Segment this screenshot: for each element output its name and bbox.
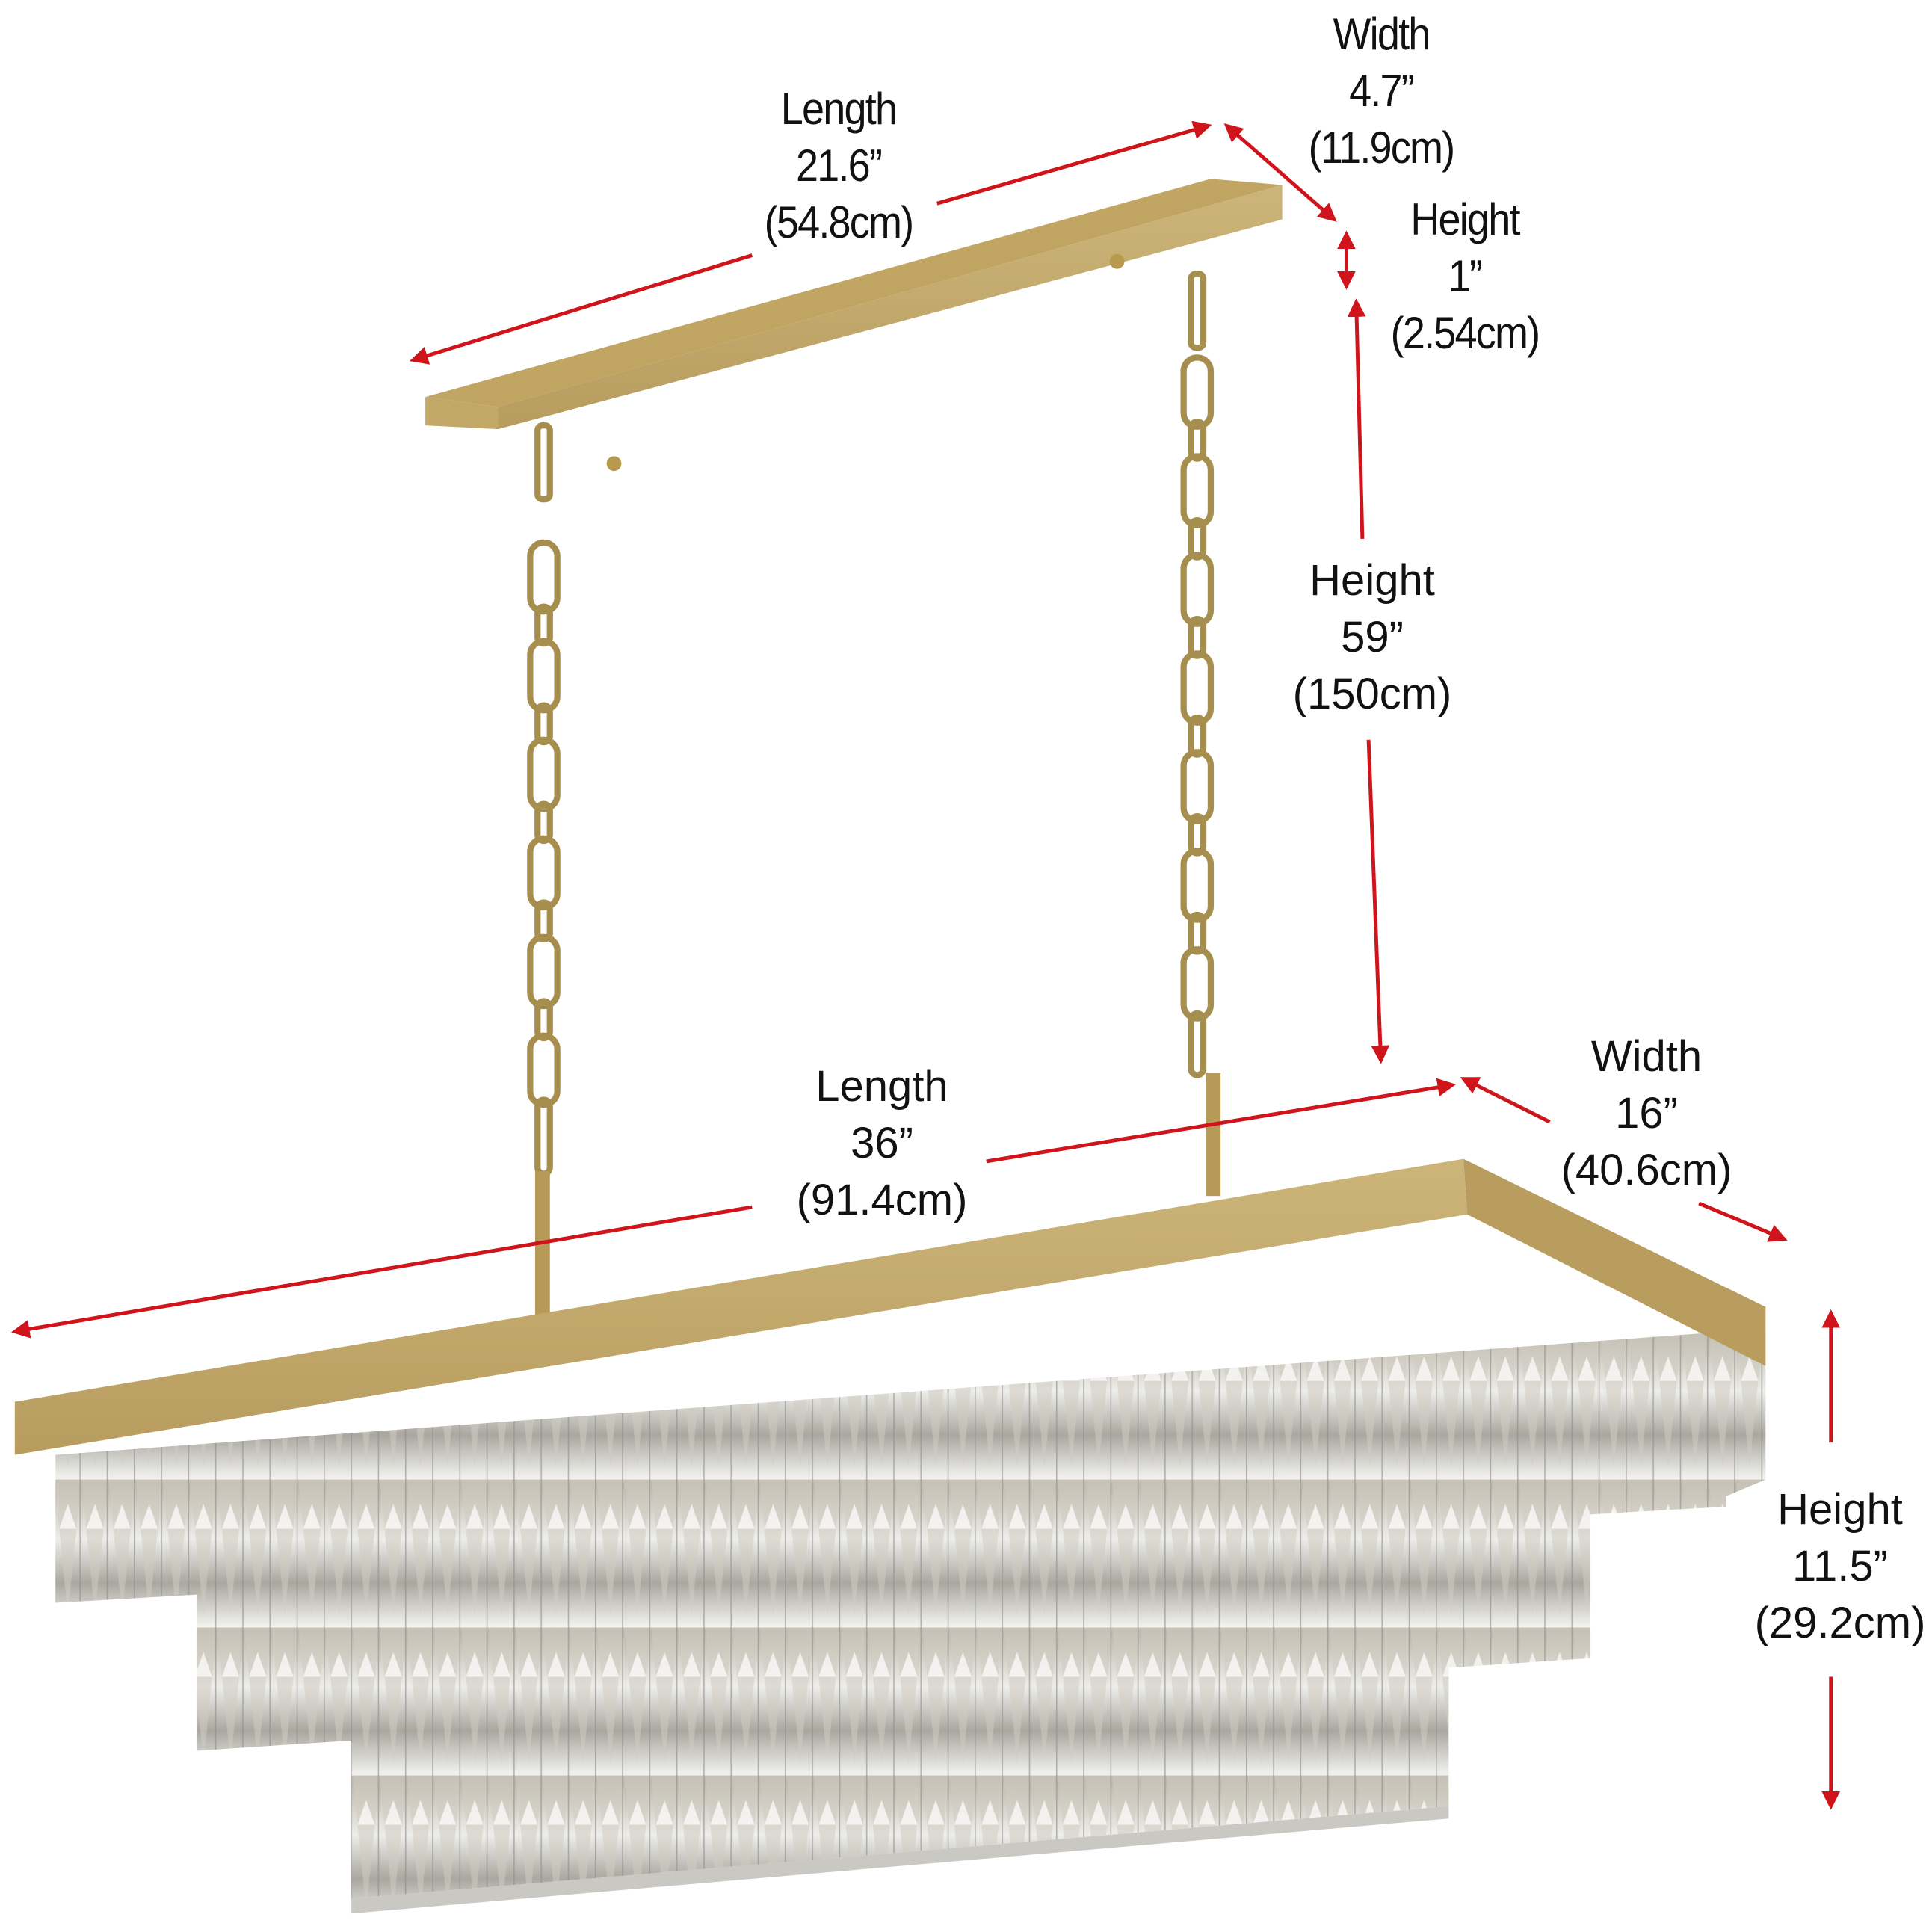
suspension-chains <box>527 271 1215 1177</box>
canopy-width-cm: (11.9cm) <box>1308 123 1455 173</box>
downrods <box>534 1073 1221 1320</box>
body-height-inches: 11.5” <box>1792 1542 1888 1590</box>
canopy-width-inches: 4.7” <box>1349 66 1415 116</box>
canopy-length-cm: (54.8cm) <box>764 197 914 247</box>
body-width-inches: 16” <box>1615 1089 1678 1138</box>
canopy-length-title: Length <box>780 84 898 134</box>
canopy-height-label: Height 1” (2.54cm) <box>1391 191 1540 362</box>
body-length-cm: (91.4cm) <box>796 1176 968 1224</box>
canopy <box>425 179 1283 472</box>
chain-height-cm: (150cm) <box>1292 670 1452 718</box>
canopy-width-label: Width 4.7” (11.9cm) <box>1308 6 1455 176</box>
canopy-length-inches: 21.6” <box>795 141 883 191</box>
crystal-tiers <box>55 1306 1766 1914</box>
chain-height-title: Height <box>1309 556 1435 605</box>
body-length-title: Length <box>815 1062 948 1111</box>
canopy-height-inches: 1” <box>1448 251 1483 301</box>
body-width-title: Width <box>1590 1032 1703 1081</box>
body-height-label: Height 11.5” (29.2cm) <box>1755 1481 1926 1652</box>
body-length-inches: 36” <box>851 1119 913 1167</box>
chandelier-frame <box>14 1158 1766 1455</box>
canopy-height-title: Height <box>1410 194 1520 244</box>
canopy-height-cm: (2.54cm) <box>1390 308 1540 358</box>
chain-height-inches: 59” <box>1341 613 1404 661</box>
chain-height-label: Height 59” (150cm) <box>1293 552 1452 723</box>
body-width-cm: (40.6cm) <box>1561 1146 1732 1194</box>
canopy-width-title: Width <box>1333 9 1431 59</box>
body-length-label: Length 36” (91.4cm) <box>797 1058 968 1229</box>
body-height-cm: (29.2cm) <box>1754 1599 1926 1647</box>
dimension-arrows <box>10 120 1841 1810</box>
body-height-title: Height <box>1777 1485 1903 1534</box>
canopy-length-label: Length 21.6” (54.8cm) <box>764 81 914 251</box>
body-width-label: Width 16” (40.6cm) <box>1561 1028 1732 1199</box>
